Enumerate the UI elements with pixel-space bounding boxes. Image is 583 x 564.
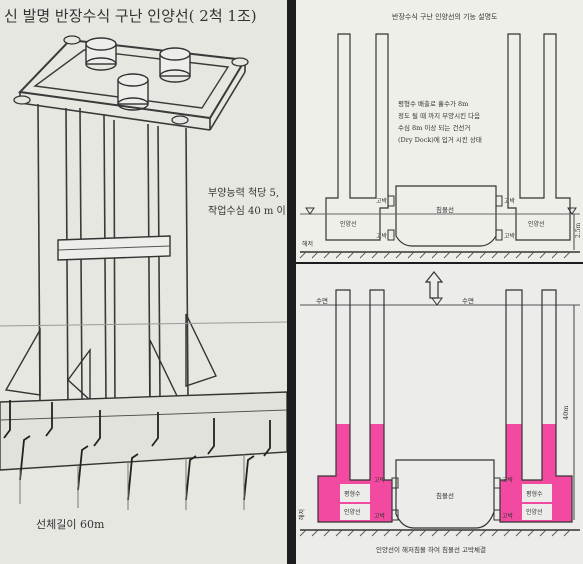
top-ship-right: 인양선 xyxy=(528,220,545,228)
top-tag-right: 고박 xyxy=(504,197,516,205)
column-cap xyxy=(85,37,117,71)
length-label: 선체길이 60m xyxy=(36,518,105,531)
ballast-left-label: 평형수 xyxy=(344,490,361,498)
corner-bollard xyxy=(13,95,31,105)
bottom-tag-right: 고박 xyxy=(502,476,514,484)
panel-gutter xyxy=(287,0,296,564)
top-right-paper xyxy=(296,0,583,263)
column-cap xyxy=(117,73,149,111)
left-hull-outline xyxy=(325,33,389,241)
ship-left-label: 인양선 xyxy=(344,508,361,516)
right-hull-outline xyxy=(507,33,571,241)
seabed-hatch-bottom xyxy=(299,529,571,537)
base-fin xyxy=(4,327,41,396)
bottom-sunk-ship xyxy=(395,459,495,529)
top-tag-left-2: 고박 xyxy=(376,232,388,240)
corner-bollard xyxy=(231,57,249,67)
top-ship-left: 인양선 xyxy=(340,220,357,228)
column-cap xyxy=(159,47,191,83)
bottom-tag-left-2: 고박 xyxy=(374,512,386,520)
corner-bollard xyxy=(171,115,189,125)
hull-ribs xyxy=(19,454,245,510)
top-sunk-label: 침몰선 xyxy=(436,205,454,214)
bottom-left-hull xyxy=(317,289,393,523)
top-right-title: 반장수식 구난 인양선의 기능 설명도 xyxy=(392,12,498,21)
seabed-hatch-top xyxy=(299,251,571,259)
bottom-caption: 인양선이 해저침몰 하여 침몰선 고박체결 xyxy=(376,545,486,554)
surface-left: 수면 xyxy=(316,296,328,305)
left-panel: 신 발명 반장수식 구난 인양선( 2척 1조) xyxy=(0,0,288,564)
top-sunk-ship xyxy=(395,185,497,247)
fastener-hooks xyxy=(3,400,271,501)
svg-text:평형수 배출로 흘수가 8m: 평형수 배출로 흘수가 8m xyxy=(398,99,468,108)
bottom-depth: 40m xyxy=(562,406,570,420)
bottom-seabed: 해저 xyxy=(298,509,306,520)
bottom-tag-left: 고박 xyxy=(374,476,386,484)
bottom-right-panel: 수면 수면 고박 고박 고박 고박 평형수 평형수 인양선 인양선 침몰선 xyxy=(296,263,583,564)
top-right-panel: 반장수식 구난 인양선의 기능 설명도 2.5m 평형수 배출로 흘수가 8m … xyxy=(296,0,583,263)
base-fin xyxy=(185,313,217,387)
ballast-right-label: 평형수 xyxy=(526,490,543,498)
top-depth: 2.5m xyxy=(575,222,582,238)
bottom-sunk-label: 침몰선 xyxy=(436,491,454,500)
top-seabed: 해저 xyxy=(302,240,313,248)
surface-right: 수면 xyxy=(462,296,474,305)
left-title: 신 발명 반장수식 구난 인양선( 2척 1조) xyxy=(4,7,257,25)
bottom-tag-right-2: 고박 xyxy=(502,512,514,520)
base-fin xyxy=(67,347,91,402)
panel-gutter-horizontal xyxy=(296,262,583,264)
svg-text:정도 될 때 까지 부양시킨 다음: 정도 될 때 까지 부양시킨 다음 xyxy=(398,111,480,120)
corner-bollard xyxy=(63,35,81,45)
spec-line-2: 작업수심 40 m 이 xyxy=(208,204,286,217)
svg-text:(Dry Dock)에 입거 시킨 상태: (Dry Dock)에 입거 시킨 상태 xyxy=(398,135,482,144)
ship-right-label: 인양선 xyxy=(526,508,543,516)
spec-line-1: 부양능력 척당 5, xyxy=(208,187,279,199)
top-tag-right-2: 고박 xyxy=(504,232,516,240)
top-tag-left: 고박 xyxy=(376,197,388,205)
svg-text:수심 8m 이상 되는 건선거: 수심 8m 이상 되는 건선거 xyxy=(398,123,470,132)
vertical-columns xyxy=(37,103,189,421)
top-note: 평형수 배출로 흘수가 8m 정도 될 때 까지 부양시킨 다음 수심 8m 이… xyxy=(398,99,482,144)
